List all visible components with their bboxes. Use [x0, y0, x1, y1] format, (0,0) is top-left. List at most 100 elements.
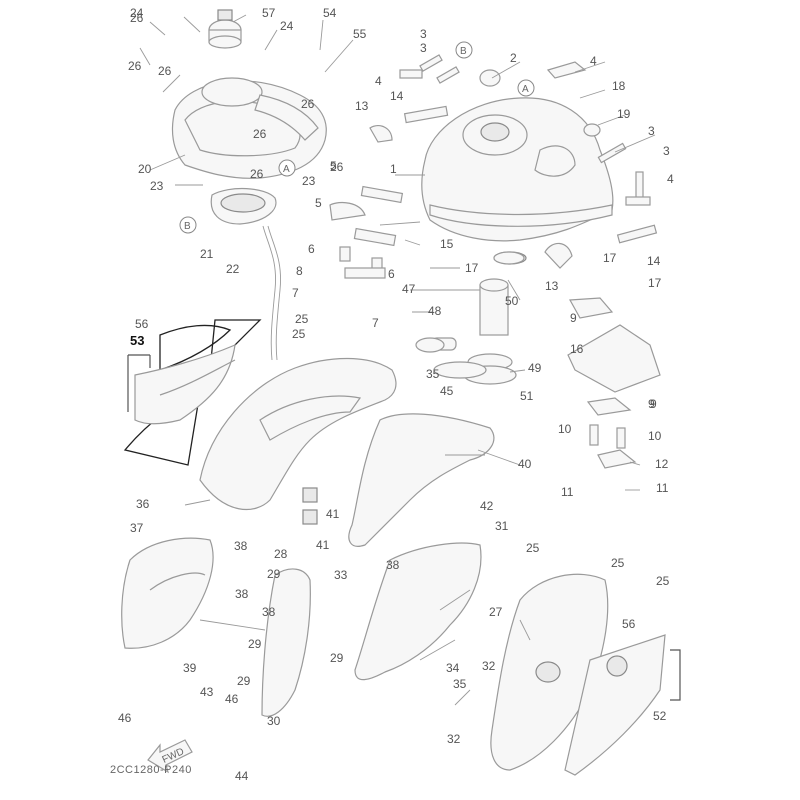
callout-38: 38 — [262, 605, 276, 619]
callout-25: 25 — [292, 327, 306, 341]
callout-13: 13 — [545, 279, 559, 293]
cap-plate — [210, 187, 277, 225]
callout-24: 24 — [130, 6, 144, 20]
callout-4: 4 — [667, 172, 674, 186]
callout-9: 9 — [648, 397, 655, 411]
small-parts — [329, 54, 658, 379]
radiator-shroud — [354, 542, 482, 681]
callout-37: 37 — [130, 521, 144, 535]
callout-29: 29 — [237, 674, 251, 688]
callout-40: 40 — [518, 457, 532, 471]
callout-26: 26 — [250, 167, 264, 181]
side-cover — [490, 573, 609, 771]
callout-56: 56 — [135, 317, 149, 331]
side-shroud — [199, 357, 397, 525]
callout-17: 17 — [465, 261, 479, 275]
callout-18: 18 — [612, 79, 626, 93]
callout-5: 5 — [315, 196, 322, 210]
callout-3: 3 — [648, 124, 655, 138]
callout-8: 8 — [296, 264, 303, 278]
callout-57: 57 — [262, 6, 276, 20]
callout-32: 32 — [447, 732, 461, 746]
callout-56: 56 — [622, 617, 636, 631]
callout-53: 53 — [130, 333, 144, 348]
callout-31: 31 — [495, 519, 509, 533]
inner-cover — [348, 413, 495, 547]
side-panel — [261, 568, 311, 717]
drain-hose — [262, 225, 281, 361]
callout-6: 6 — [388, 267, 395, 281]
callout-1: 1 — [390, 162, 397, 176]
callout-26: 26 — [253, 127, 267, 141]
callout-32: 32 — [482, 659, 496, 673]
callout-5: 5 — [330, 159, 337, 173]
callout-3: 3 — [420, 27, 427, 41]
callout-19: 19 — [617, 107, 631, 121]
callout-42: 42 — [480, 499, 494, 513]
callout-29: 29 — [330, 651, 344, 665]
callout-28: 28 — [274, 547, 288, 561]
callout-38: 38 — [234, 539, 248, 553]
callout-38: 38 — [386, 558, 400, 572]
callout-45: 45 — [440, 384, 454, 398]
callout-47: 47 — [402, 282, 416, 296]
lower-left-cover — [121, 537, 214, 649]
callout-2: 2 — [510, 51, 517, 65]
decal-53 — [123, 319, 262, 466]
callout-11: 11 — [656, 481, 669, 495]
callout-14: 14 — [647, 254, 661, 268]
callout-27: 27 — [489, 605, 503, 619]
fuel-tank-cover — [171, 77, 327, 179]
circle-ref-a-top: A — [522, 84, 529, 95]
callout-17: 17 — [648, 276, 662, 290]
callout-12: 12 — [655, 457, 669, 471]
fuel-cap — [208, 9, 242, 49]
callout-14: 14 — [390, 89, 404, 103]
callout-15: 15 — [440, 237, 454, 251]
decal-52 — [564, 634, 681, 776]
callout-21: 21 — [200, 247, 214, 261]
fuel-tank — [421, 97, 614, 242]
callout-22: 22 — [226, 262, 240, 276]
callout-34: 34 — [446, 661, 460, 675]
callout-16: 16 — [570, 342, 584, 356]
callout-20: 20 — [138, 162, 152, 176]
callout-30: 30 — [267, 714, 281, 728]
callout-26: 26 — [301, 97, 315, 111]
callout-25: 25 — [611, 556, 625, 570]
callout-11: 11 — [561, 485, 574, 499]
callout-23: 23 — [302, 174, 316, 188]
callout-3: 3 — [420, 41, 427, 55]
circle-ref-b-left: B — [184, 221, 191, 232]
callout-35: 35 — [453, 677, 467, 691]
callout-44: 44 — [235, 769, 249, 783]
callout-6: 6 — [308, 242, 315, 256]
callout-7: 7 — [372, 316, 379, 330]
circle-refs: B A A B — [179, 41, 535, 234]
callout-51: 51 — [520, 389, 534, 403]
callout-26: 26 — [128, 59, 142, 73]
callout-10: 10 — [648, 429, 662, 443]
callout-29: 29 — [248, 637, 262, 651]
callout-35: 35 — [426, 367, 440, 381]
callout-26: 26 — [330, 160, 344, 174]
callout-49: 49 — [528, 361, 542, 375]
callout-26: 26 — [130, 11, 144, 25]
callout-54: 54 — [323, 6, 337, 20]
callout-41: 41 — [326, 507, 340, 521]
callout-25: 25 — [295, 312, 309, 326]
callout-55: 55 — [353, 27, 367, 41]
callout-46: 46 — [118, 711, 132, 725]
callout-50: 50 — [505, 294, 519, 308]
callout-43: 43 — [200, 685, 214, 699]
circle-ref-b-top: B — [460, 46, 467, 57]
callout-10: 10 — [558, 422, 572, 436]
callout-24: 24 — [280, 19, 294, 33]
callout-33: 33 — [334, 568, 348, 582]
callout-25: 25 — [656, 574, 670, 588]
callout-17: 17 — [603, 251, 617, 265]
callout-4: 4 — [375, 74, 382, 88]
callout-3: 3 — [663, 144, 670, 158]
callout-9: 9 — [650, 397, 657, 411]
